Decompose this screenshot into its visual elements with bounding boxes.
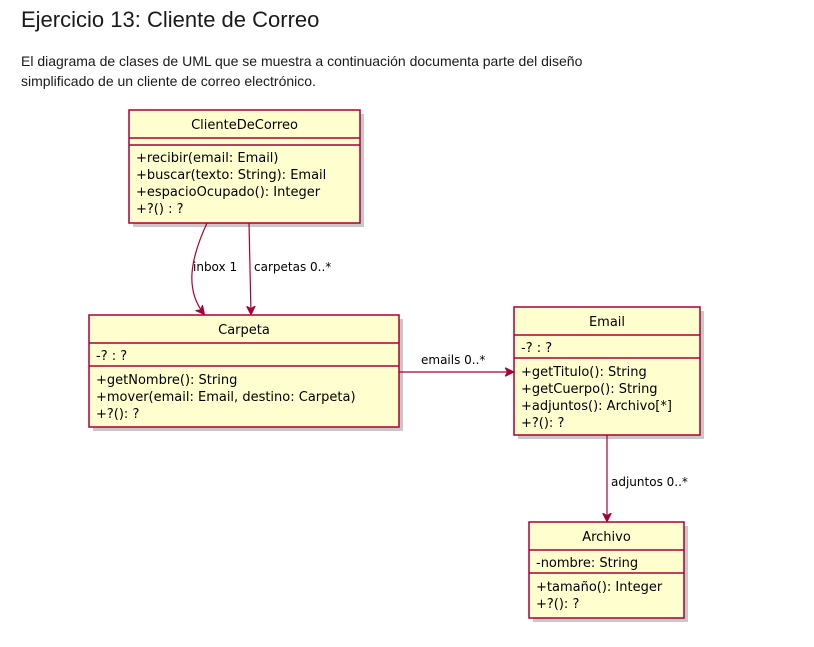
- association-carpetas: [249, 222, 251, 314]
- class-email: Email -? : ? +getTitulo(): String +getCu…: [513, 306, 704, 439]
- attribute: -? : ?: [96, 349, 127, 364]
- class-archivo: Archivo -nombre: String +tamaño(): Integ…: [528, 521, 688, 622]
- attribute: -nombre: String: [536, 556, 638, 571]
- method: +?(): ?: [521, 416, 564, 431]
- label-emails: emails 0..*: [421, 353, 485, 367]
- method: +?(): ?: [536, 597, 579, 612]
- class-cliente-de-correo: ClienteDeCorreo +recibir(email: Email) +…: [128, 109, 364, 227]
- class-name: Archivo: [582, 530, 631, 545]
- method: +recibir(email: Email): [136, 151, 279, 166]
- class-name: Carpeta: [218, 323, 270, 338]
- label-adjuntos: adjuntos 0..*: [611, 475, 688, 489]
- method: +?(): ?: [96, 407, 139, 422]
- method: +mover(email: Email, destino: Carpeta): [96, 390, 356, 405]
- label-carpetas: carpetas 0..*: [254, 260, 331, 274]
- method: +tamaño(): Integer: [536, 580, 663, 595]
- intro-paragraph: El diagrama de clases de UML que se mues…: [21, 51, 791, 91]
- method: +getTitulo(): String: [521, 365, 647, 380]
- attribute: -? : ?: [521, 341, 552, 356]
- class-carpeta: Carpeta -? : ? +getNombre(): String +mov…: [88, 314, 403, 431]
- page-title: Ejercicio 13: Cliente de Correo: [21, 7, 320, 32]
- association-inbox: [191, 222, 208, 314]
- method: +adjuntos(): Archivo[*]: [521, 399, 672, 414]
- method: +getNombre(): String: [96, 373, 237, 388]
- method: +espacioOcupado(): Integer: [136, 185, 321, 200]
- intro-line-1: El diagrama de clases de UML que se mues…: [21, 53, 583, 69]
- intro-line-2: simplificado de un cliente de correo ele…: [21, 73, 316, 89]
- class-name: ClienteDeCorreo: [191, 118, 298, 133]
- label-inbox: inbox 1: [193, 260, 237, 274]
- method: +?() : ?: [136, 202, 183, 217]
- method: +buscar(texto: String): Email: [136, 168, 326, 183]
- class-name: Email: [589, 315, 625, 330]
- method: +getCuerpo(): String: [521, 382, 658, 397]
